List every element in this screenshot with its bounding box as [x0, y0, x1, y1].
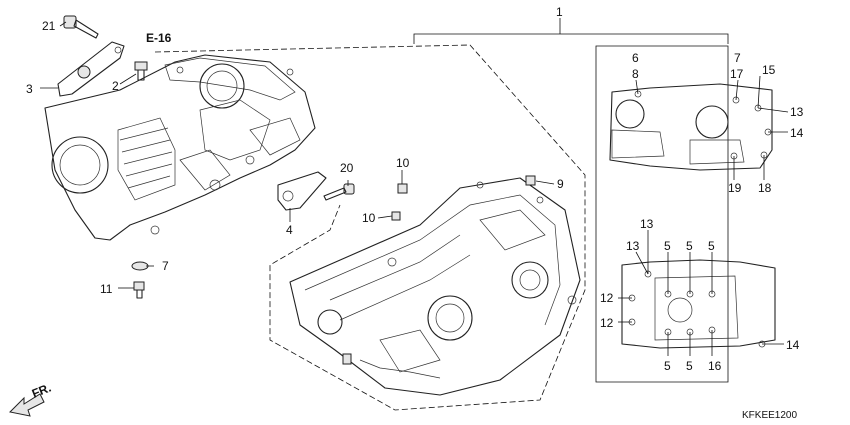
callout-19: 19 [728, 181, 742, 195]
dowel-part-10a [397, 183, 408, 194]
bolt-part-11 [133, 281, 145, 299]
bolt-part-21 [63, 15, 99, 39]
callout-18: 18 [758, 181, 772, 195]
lower-crankcase-outline [154, 44, 586, 411]
lower-crankcase [289, 177, 581, 396]
callout-8: 8 [632, 67, 639, 81]
callout-5b: 5 [686, 239, 693, 253]
callout-9: 9 [557, 177, 564, 191]
front-arrow-icon [8, 393, 45, 417]
callout-7a: 7 [162, 259, 169, 273]
callout-15: 15 [762, 63, 776, 77]
callout-21: 21 [42, 19, 56, 33]
dowel-lower [342, 353, 352, 365]
callout-6: 6 [632, 51, 639, 65]
reference-label: E-16 [146, 31, 172, 45]
callout-14b: 14 [786, 338, 800, 352]
plate-part-4 [277, 171, 327, 211]
callout-20: 20 [340, 161, 354, 175]
washer-part-7 [131, 261, 149, 271]
callout-4: 4 [286, 223, 293, 237]
callout-12a: 12 [600, 291, 614, 305]
callout-5e: 5 [686, 359, 693, 373]
callout-1: 1 [556, 5, 563, 19]
sensor-part-2 [134, 61, 148, 81]
callout-7b: 7 [734, 51, 741, 65]
callout-14a: 14 [790, 126, 804, 140]
top-view-crankcase [609, 83, 773, 171]
callout-11: 11 [100, 282, 113, 296]
callout-16: 16 [708, 359, 722, 373]
callout-10a: 10 [396, 156, 410, 170]
callout-13b: 13 [626, 239, 640, 253]
diagram-code: KFKEE1200 [742, 410, 797, 421]
callout-2: 2 [112, 79, 119, 93]
bottom-view-crankcase [621, 259, 776, 349]
callout-12b: 12 [600, 316, 614, 330]
callout-13a: 13 [640, 217, 654, 231]
front-label: FR. [30, 381, 53, 401]
right-box [595, 45, 729, 383]
callout-17: 17 [730, 67, 744, 81]
bolt-part-20 [323, 183, 355, 201]
upper-crankcase [44, 54, 316, 241]
dowel-part-9 [525, 175, 536, 186]
bracket-part-3 [57, 41, 125, 97]
callout-13c: 13 [790, 105, 804, 119]
callout-5a: 5 [664, 239, 671, 253]
dowel-part-10b [391, 211, 401, 221]
callout-5c: 5 [708, 239, 715, 253]
callout-10b: 10 [362, 211, 376, 225]
callout-5d: 5 [664, 359, 671, 373]
callout-3: 3 [26, 82, 33, 96]
